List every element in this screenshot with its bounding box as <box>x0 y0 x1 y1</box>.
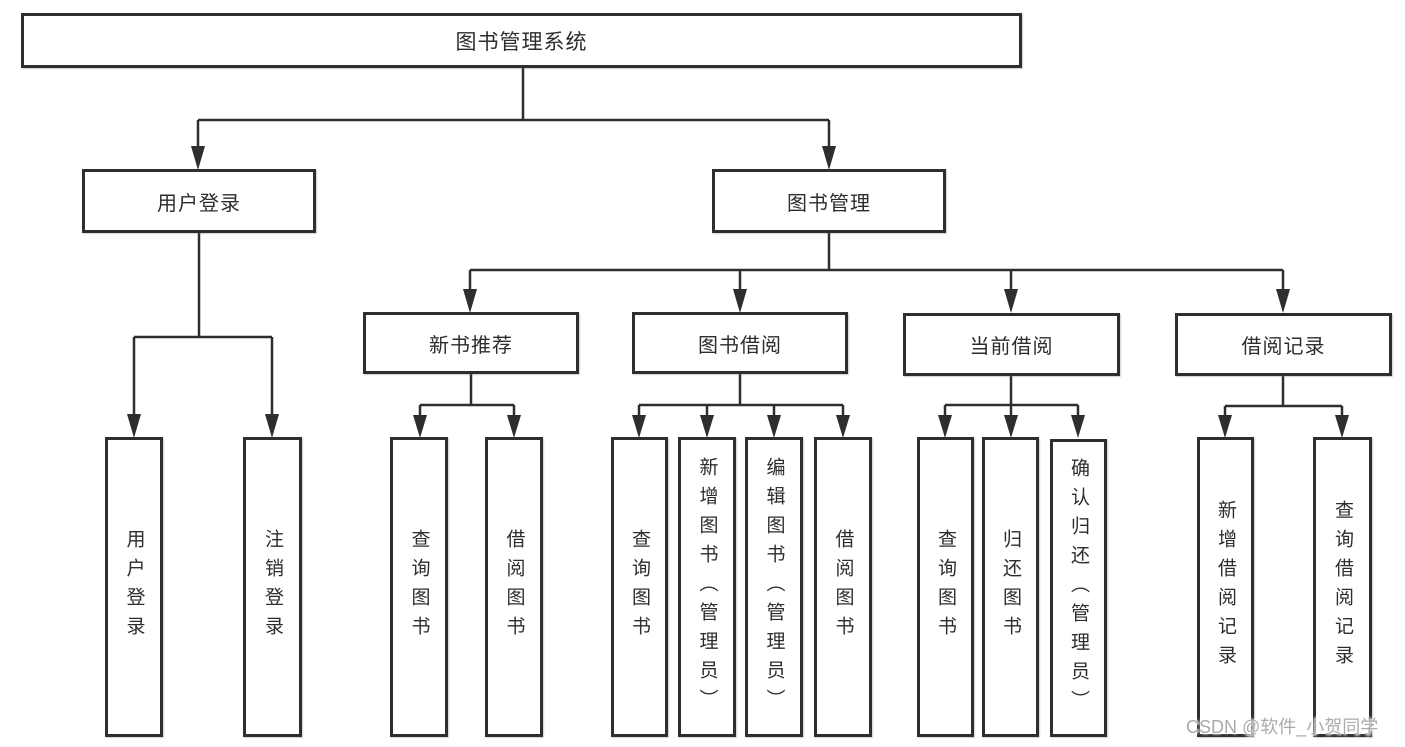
arrowhead <box>1071 415 1085 438</box>
arrowhead <box>700 415 714 438</box>
node-book-borrowing: 图书借阅 <box>632 312 848 374</box>
leaf-user-login: 用户登录 <box>105 437 163 737</box>
leaf-borrow-books-recommend: 借阅图书 <box>485 437 543 737</box>
arrowhead <box>733 289 747 313</box>
node-new-book-recommend: 新书推荐 <box>363 312 579 374</box>
arrowhead <box>507 415 521 438</box>
arrowhead <box>1218 415 1232 438</box>
connector-new-book-branch <box>413 374 521 438</box>
leaf-query-books-borrow: 查询图书 <box>611 437 668 737</box>
leaf-label: 确认归还（管理员） <box>1068 457 1089 719</box>
leaf-label: 用户登录 <box>123 529 145 645</box>
leaf-label: 查询图书 <box>408 529 430 645</box>
leaf-label: 查询图书 <box>629 529 650 645</box>
leaf-label: 查询借阅记录 <box>1332 500 1353 674</box>
arrowhead <box>413 415 427 438</box>
arrowhead <box>1004 289 1018 313</box>
leaf-label: 借阅图书 <box>832 529 854 645</box>
leaf-return-books: 归还图书 <box>982 437 1039 737</box>
leaf-label: 归还图书 <box>1000 529 1021 645</box>
leaf-label: 新增图书（管理员） <box>696 456 718 718</box>
arrowhead <box>632 415 646 438</box>
leaf-label: 借阅图书 <box>503 529 525 645</box>
leaf-label: 查询图书 <box>935 529 956 645</box>
leaf-query-books-current: 查询图书 <box>917 437 974 737</box>
leaf-add-borrow-record: 新增借阅记录 <box>1197 437 1254 737</box>
csdn-watermark: CSDN @软件_小贺同学 <box>1186 717 1379 737</box>
leaf-edit-books-admin: 编辑图书（管理员） <box>745 437 803 737</box>
connector-book-management-branch <box>463 233 1290 313</box>
leaf-label: 注销登录 <box>262 529 283 645</box>
leaf-add-books-admin: 新增图书（管理员） <box>678 437 736 737</box>
arrowhead <box>191 146 205 170</box>
connector-root-to-level2 <box>191 68 836 170</box>
node-library-management-system: 图书管理系统 <box>21 13 1022 68</box>
node-current-borrowing: 当前借阅 <box>903 313 1120 376</box>
connector-current-borrow-branch <box>938 376 1085 438</box>
arrowhead <box>836 415 850 438</box>
connector-user-login-branch <box>127 233 279 438</box>
leaf-query-borrow-record: 查询借阅记录 <box>1313 437 1372 737</box>
node-user-login: 用户登录 <box>82 169 316 233</box>
arrowhead <box>822 146 836 170</box>
arrowhead <box>1276 289 1290 313</box>
leaf-query-books-recommend: 查询图书 <box>390 437 448 737</box>
leaf-confirm-return-admin: 确认归还（管理员） <box>1050 439 1107 737</box>
leaf-label: 编辑图书（管理员） <box>763 456 785 718</box>
node-book-management: 图书管理 <box>712 169 946 233</box>
arrowhead <box>265 414 279 438</box>
node-borrowing-records: 借阅记录 <box>1175 313 1392 376</box>
leaf-label: 新增借阅记录 <box>1215 500 1236 674</box>
arrowhead <box>938 415 952 438</box>
arrowhead <box>1004 415 1018 438</box>
leaf-borrow-books: 借阅图书 <box>814 437 872 737</box>
connector-book-borrow-branch <box>632 374 850 438</box>
leaf-logout: 注销登录 <box>243 437 302 737</box>
arrowhead <box>127 414 141 438</box>
arrowhead <box>1335 415 1349 438</box>
connector-borrow-record-branch <box>1218 376 1349 438</box>
arrowhead <box>463 289 477 313</box>
arrowhead <box>767 415 781 438</box>
